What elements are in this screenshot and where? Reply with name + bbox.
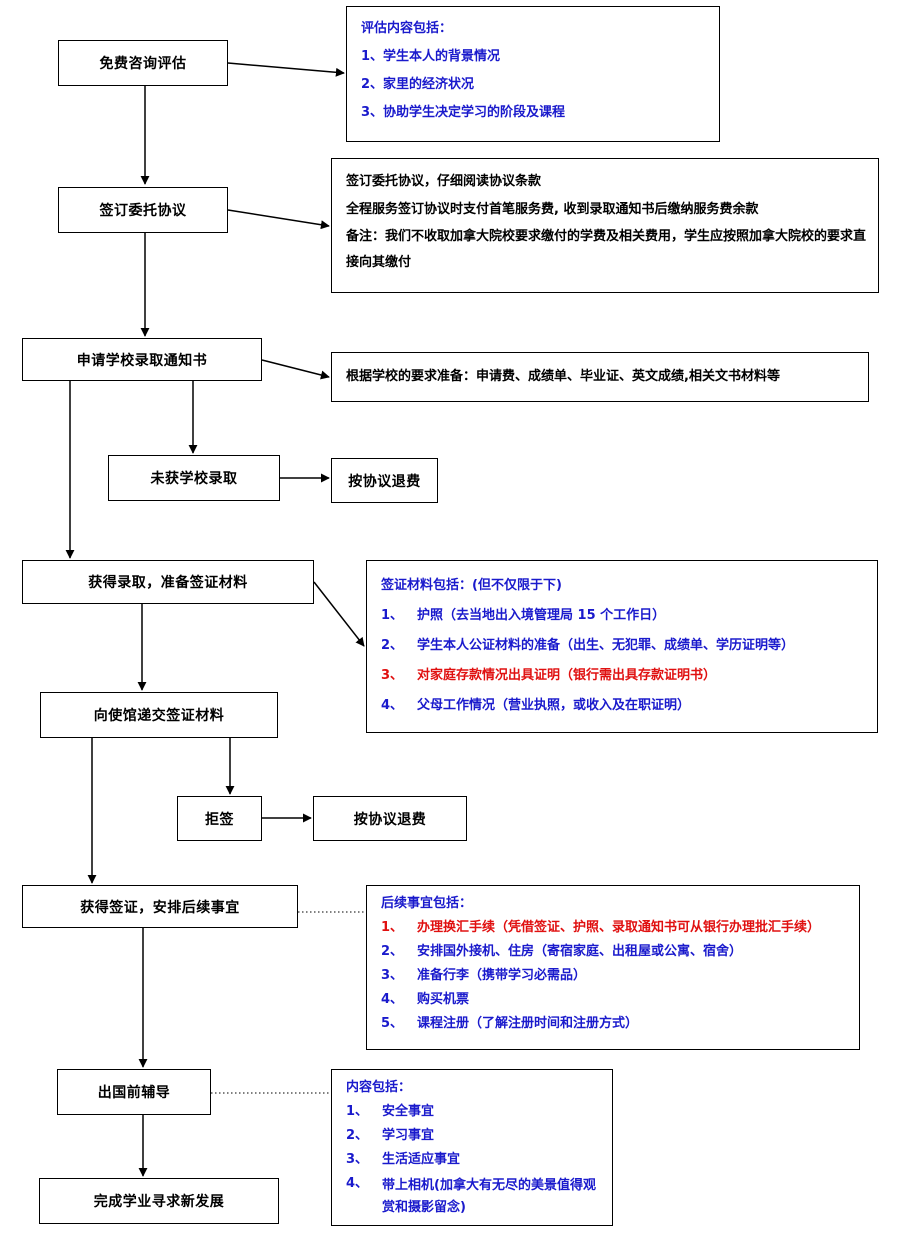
item-number: 5、 <box>381 1016 404 1031</box>
note-item: 1、 护照（去当地出入境管理局 15 个工作日） <box>381 601 865 631</box>
step-label: 按协议退费 <box>353 811 427 828</box>
item-text: 护照（去当地出入境管理局 15 个工作日） <box>417 608 666 623</box>
item-text: 学生本人公证材料的准备（出生、无犯罪、成绩单、学历证明等） <box>417 638 795 653</box>
item-number: 3、 <box>381 668 404 683</box>
note-item: 4、 购买机票 <box>381 988 847 1012</box>
step-label: 签订委托协议 <box>99 203 187 219</box>
step-label: 获得录取，准备签证材料 <box>88 575 248 591</box>
step-submit-visa: 向使馆递交签证材料 <box>40 692 278 738</box>
step-label: 免费咨询评估 <box>99 56 187 72</box>
item-text: 带上相机(加拿大有无尽的美景值得观赏和摄影留念) <box>382 1178 596 1215</box>
step-visa-rejected: 拒签 <box>177 796 262 841</box>
item-text: 办理换汇手续（凭借签证、护照、录取通知书可从银行办理批汇手续） <box>417 920 821 935</box>
note-item: 5、 课程注册（了解注册时间和注册方式） <box>381 1012 847 1036</box>
note-line: 签订委托协议，仔细阅读协议条款 <box>346 174 542 189</box>
step-label: 获得签证，安排后续事宜 <box>80 899 240 916</box>
step-label: 申请学校录取通知书 <box>76 352 208 369</box>
note-item: 2、家里的经济状况 <box>361 77 475 92</box>
item-text: 父母工作情况（营业执照，或收入及在职证明） <box>417 698 691 713</box>
note-item: 2、 安排国外接机、住房（寄宿家庭、出租屋或公寓、宿舍） <box>381 940 847 964</box>
step-apply-admission: 申请学校录取通知书 <box>22 338 262 381</box>
step-graduate-new-development: 完成学业寻求新发展 <box>39 1178 279 1224</box>
note-item-highlight: 1、 办理换汇手续（凭借签证、护照、录取通知书可从银行办理批汇手续） <box>381 916 847 940</box>
note-assessment-content: 评估内容包括： 1、学生本人的背景情况 2、家里的经济状况 3、协助学生决定学习… <box>346 6 720 142</box>
step-refund-2: 按协议退费 <box>313 796 467 841</box>
note-item: 3、 生活适应事宜 <box>346 1148 600 1172</box>
note-item-highlight: 3、 对家庭存款情况出具证明（银行需出具存款证明书） <box>381 661 865 691</box>
note-line: 备注：我们不收取加拿大院校要求缴付的学费及相关费用，学生应按照加拿大院校的要求直… <box>346 229 867 270</box>
step-admitted-prepare-visa: 获得录取，准备签证材料 <box>22 560 314 604</box>
note-item: 2、 学生本人公证材料的准备（出生、无犯罪、成绩单、学历证明等） <box>381 631 865 661</box>
item-text: 购买机票 <box>417 992 470 1007</box>
item-number: 4、 <box>381 698 404 713</box>
note-item: 4、 带上相机(加拿大有无尽的美景值得观赏和摄影留念) <box>346 1172 600 1219</box>
note-title: 后续事宜包括： <box>381 896 473 911</box>
step-label: 拒签 <box>205 811 234 828</box>
note-line: 根据学校的要求准备：申请费、成绩单、毕业证、英文成绩,相关文书材料等 <box>346 369 780 384</box>
item-number: 3、 <box>346 1152 369 1167</box>
note-item: 3、 准备行李（携带学习必需品） <box>381 964 847 988</box>
step-label: 出国前辅导 <box>97 1085 171 1101</box>
step-not-admitted: 未获学校录取 <box>108 455 280 501</box>
arrow-s2-to-n2 <box>227 209 330 230</box>
item-number: 4、 <box>381 992 404 1007</box>
item-text: 对家庭存款情况出具证明（银行需出具存款证明书） <box>417 668 717 683</box>
step-free-consultation: 免费咨询评估 <box>58 40 228 86</box>
step-label: 未获学校录取 <box>150 471 238 487</box>
item-number: 1、 <box>381 608 404 623</box>
step-sign-agreement: 签订委托协议 <box>58 187 228 233</box>
item-text: 安全事宜 <box>382 1104 435 1119</box>
step-label: 完成学业寻求新发展 <box>93 1194 225 1210</box>
item-text: 安排国外接机、住房（寄宿家庭、出租屋或公寓、宿舍） <box>417 944 743 959</box>
note-line: 全程服务签订协议时支付首笔服务费, 收到录取通知书后缴纳服务费余款 <box>346 202 759 217</box>
arrow-s1-to-n1 <box>227 62 345 77</box>
item-number: 2、 <box>381 944 404 959</box>
note-title: 签证材料包括：(但不仅限于下) <box>381 578 562 593</box>
step-label: 向使馆递交签证材料 <box>93 708 225 724</box>
item-number: 1、 <box>381 920 404 935</box>
note-title: 评估内容包括： <box>361 21 453 36</box>
item-number: 4、 <box>346 1176 369 1191</box>
item-text: 学习事宜 <box>382 1128 435 1143</box>
note-title: 内容包括： <box>346 1080 412 1095</box>
step-label: 按协议退费 <box>348 473 421 490</box>
note-item: 1、学生本人的背景情况 <box>361 49 501 64</box>
item-number: 2、 <box>381 638 404 653</box>
note-agreement-details: 签订委托协议，仔细阅读协议条款 全程服务签订协议时支付首笔服务费, 收到录取通知… <box>331 158 879 293</box>
item-text: 生活适应事宜 <box>382 1152 461 1167</box>
note-pre-departure-content: 内容包括： 1、 安全事宜 2、 学习事宜 3、 生活适应事宜 4、 带上相机(… <box>331 1069 613 1226</box>
note-visa-materials: 签证材料包括：(但不仅限于下) 1、 护照（去当地出入境管理局 15 个工作日）… <box>366 560 878 733</box>
note-item: 1、 安全事宜 <box>346 1100 600 1124</box>
step-refund-1: 按协议退费 <box>331 458 438 503</box>
item-number: 3、 <box>381 968 404 983</box>
note-item: 4、 父母工作情况（营业执照，或收入及在职证明） <box>381 691 865 721</box>
item-number: 2、 <box>346 1128 369 1143</box>
item-text: 准备行李（携带学习必需品） <box>417 968 587 983</box>
step-visa-granted: 获得签证，安排后续事宜 <box>22 885 298 928</box>
note-item: 3、协助学生决定学习的阶段及课程 <box>361 105 566 120</box>
arrow-s4-to-n4 <box>313 581 365 647</box>
note-application-materials: 根据学校的要求准备：申请费、成绩单、毕业证、英文成绩,相关文书材料等 <box>331 352 869 402</box>
note-follow-up-matters: 后续事宜包括： 1、 办理换汇手续（凭借签证、护照、录取通知书可从银行办理批汇手… <box>366 885 860 1050</box>
note-item: 2、 学习事宜 <box>346 1124 600 1148</box>
item-number: 1、 <box>346 1104 369 1119</box>
arrow-s3-to-n3 <box>261 359 330 380</box>
step-pre-departure: 出国前辅导 <box>57 1069 211 1115</box>
item-text: 课程注册（了解注册时间和注册方式） <box>417 1016 639 1031</box>
